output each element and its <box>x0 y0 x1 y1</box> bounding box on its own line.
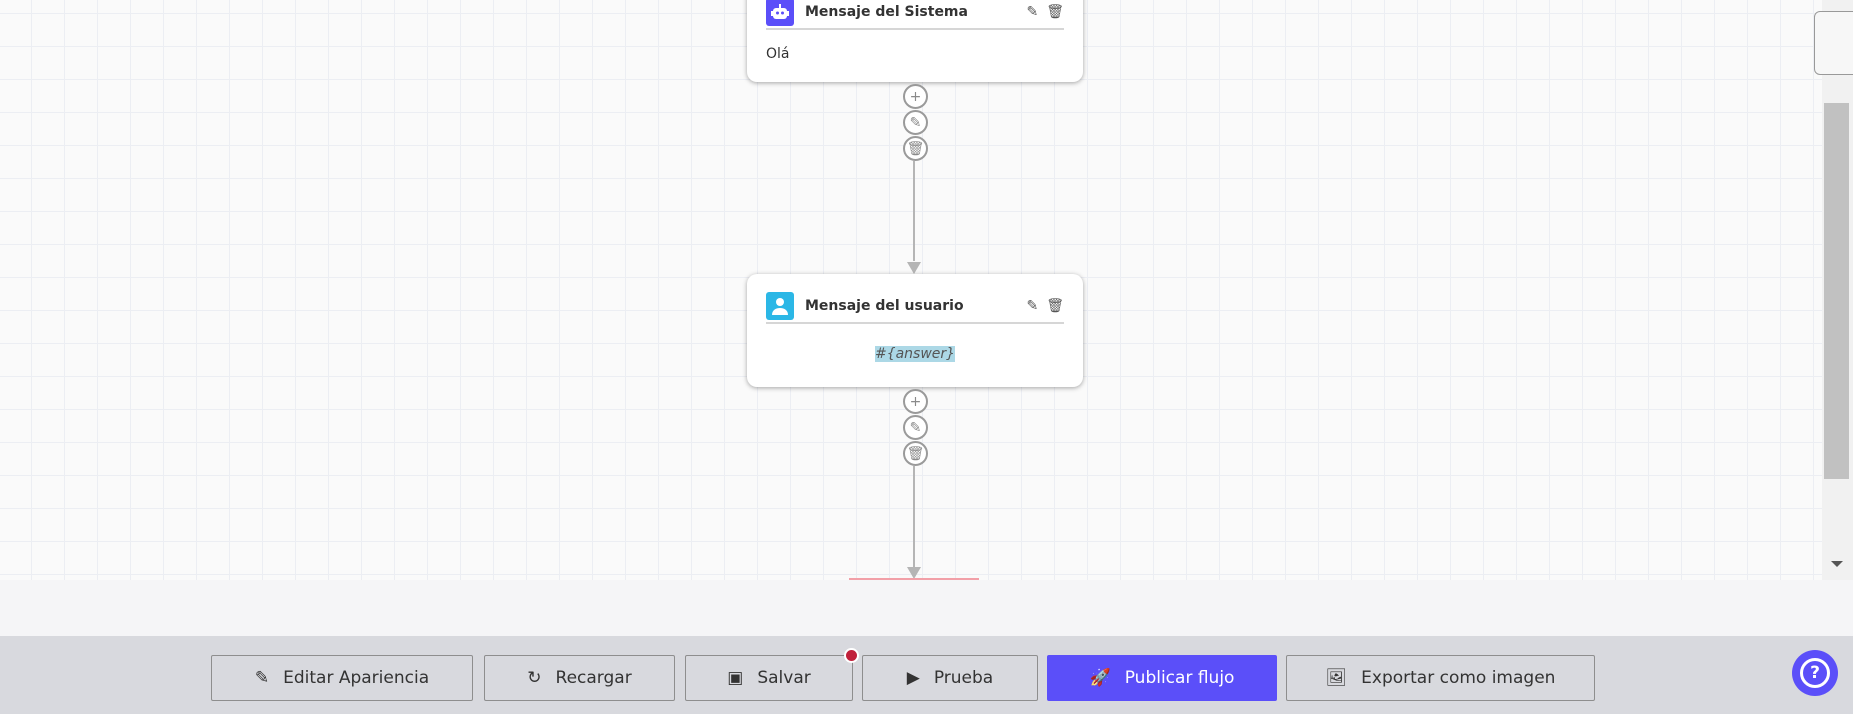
connector-line <box>913 161 915 261</box>
delete-node-button[interactable]: 🗑 <box>903 441 928 466</box>
node-title: Mensaje del usuario <box>805 298 964 314</box>
edit-pencil-icon[interactable]: ✎ <box>1026 4 1039 20</box>
help-button[interactable]: ? <box>1792 650 1838 696</box>
image-icon: 🖼 <box>1325 668 1348 688</box>
node-user-message[interactable]: Mensaje del usuario ✎ 🗑 #{answer} <box>747 274 1083 387</box>
add-node-button[interactable]: + <box>903 389 928 414</box>
flow-canvas[interactable]: Mensaje del Sistema ✎🗑 Olá + ✎ 🗑 Mensaje… <box>0 0 1822 580</box>
publish-flow-button[interactable]: 🚀Publicar flujo <box>1047 655 1277 701</box>
node-content: #{answer} <box>874 346 956 362</box>
edit-appearance-button[interactable]: ✎Editar Apariencia <box>211 655 473 701</box>
reload-button[interactable]: ↻Recargar <box>484 655 675 701</box>
question-icon: ? <box>1800 658 1830 688</box>
delete-node-button[interactable]: 🗑 <box>903 136 928 161</box>
node-system-message[interactable]: Mensaje del Sistema ✎ 🗑 Olá <box>747 0 1083 82</box>
node-title: Mensaje del Sistema <box>805 4 968 20</box>
vertical-scrollbar[interactable] <box>1822 0 1853 580</box>
edit-pencil-icon[interactable]: ✎ <box>1026 298 1039 314</box>
connector-line <box>913 466 915 568</box>
edit-icon: ✎ <box>254 668 270 688</box>
edit-connection-button[interactable]: ✎ <box>903 110 928 135</box>
add-node-button[interactable]: + <box>903 84 928 109</box>
trash-icon[interactable]: 🗑 <box>1046 298 1064 314</box>
save-icon: ▣ <box>727 668 744 688</box>
connector-arrow <box>907 567 921 579</box>
save-button[interactable]: ▣Salvar <box>685 655 853 701</box>
connector-arrow <box>907 262 921 274</box>
user-icon <box>766 292 794 320</box>
unsaved-changes-dot <box>844 648 859 663</box>
scroll-down-arrow-icon[interactable] <box>1831 561 1843 567</box>
trash-icon[interactable]: 🗑 <box>1046 4 1064 20</box>
scrollbar-thumb[interactable] <box>1824 103 1849 479</box>
next-node-edge <box>849 578 979 580</box>
node-content: Olá <box>766 46 790 62</box>
bottom-toolbar: ✎Editar Apariencia ↻Recargar ▣Salvar ▶Pr… <box>0 636 1853 714</box>
rocket-icon: 🚀 <box>1089 668 1111 688</box>
robot-icon <box>766 0 794 26</box>
play-icon: ▶ <box>906 668 920 688</box>
refresh-icon: ↻ <box>527 668 542 688</box>
export-image-button[interactable]: 🖼Exportar como imagen <box>1286 655 1595 701</box>
minimap-panel[interactable] <box>1814 11 1853 75</box>
edit-connection-button[interactable]: ✎ <box>903 415 928 440</box>
test-button[interactable]: ▶Prueba <box>862 655 1038 701</box>
